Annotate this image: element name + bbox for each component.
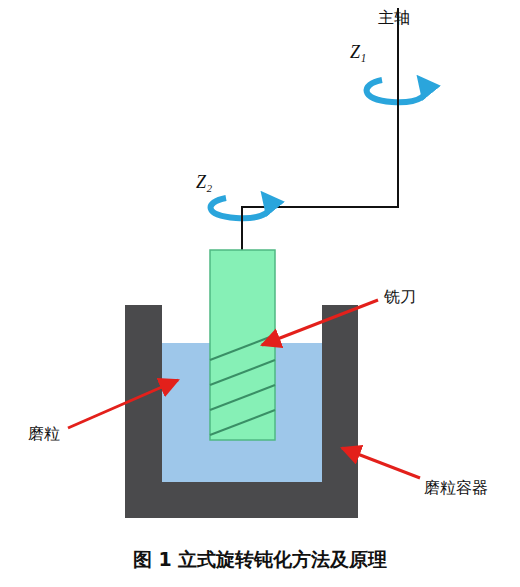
part-name: 磨粒: [28, 424, 60, 443]
axis-label: Z₁: [350, 42, 366, 64]
leader-arrow: [68, 380, 178, 428]
leader-arrow: [342, 448, 420, 478]
helical-flute: [210, 335, 275, 435]
spindle: [397, 70, 399, 110]
spindle: [241, 207, 243, 228]
part-name: 铣刀: [384, 287, 416, 306]
rotation-arrow: [211, 198, 271, 218]
axis-label: Z₂: [196, 172, 212, 194]
rotation-arrow: [367, 80, 427, 102]
leader-arrow: [262, 300, 378, 345]
part-name: 主轴: [378, 8, 410, 27]
part-name: 磨粒容器: [424, 478, 488, 497]
figure-caption: 图 1 立式旋转钝化方法及原理: [0, 547, 520, 573]
